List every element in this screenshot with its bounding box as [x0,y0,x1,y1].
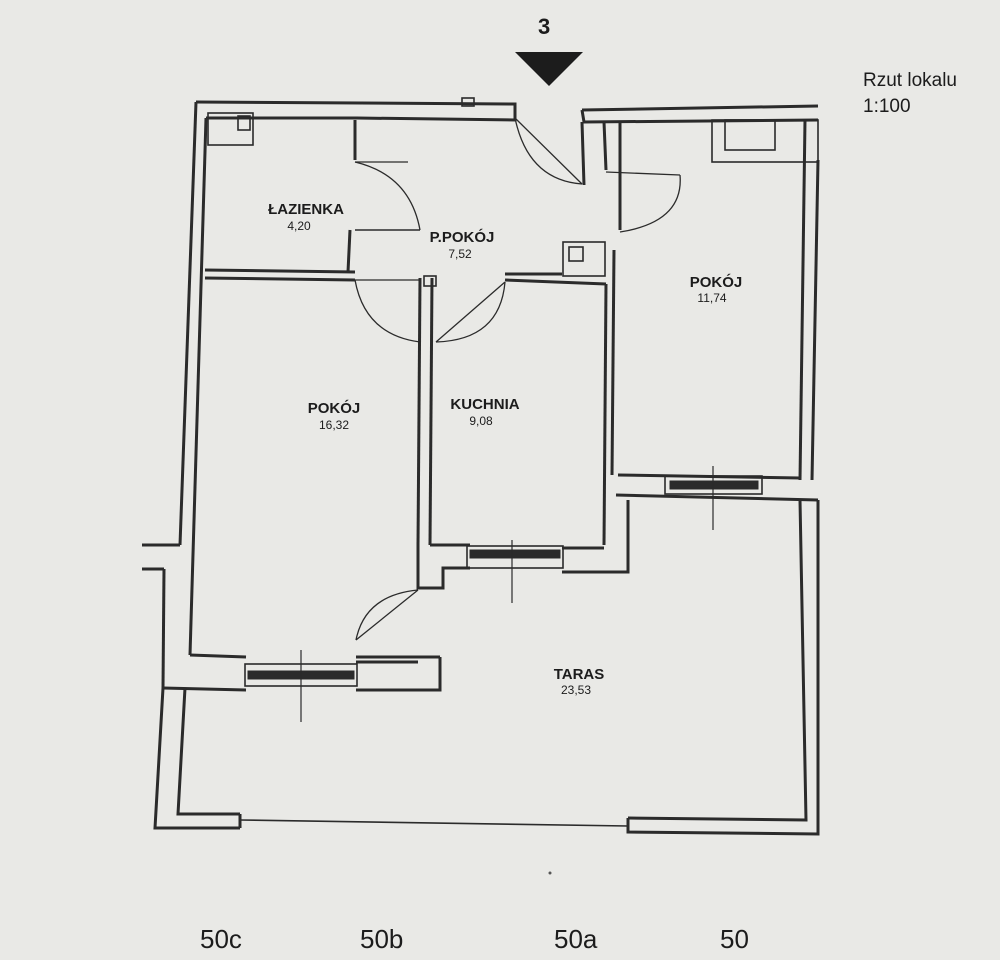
scale-title: Rzut lokalu [863,70,957,91]
speck [548,871,552,875]
room-right-area: 11,74 [697,291,726,305]
axis-label-50b: 50b [360,924,404,954]
room-left-name: POKÓJ [308,399,361,417]
windows [244,466,763,722]
room-bathroom-area: 4,20 [287,219,311,233]
room-left-area: 16,32 [319,418,349,432]
room-hall-area: 7,52 [448,247,472,261]
room-hall-name: P.POKÓJ [430,228,495,246]
room-terrace-name: TARAS [554,666,605,683]
room-right-name: POKÓJ [690,273,743,291]
outer-walls [142,97,820,689]
doors [354,117,681,641]
room-bathroom-name: ŁAZIENKA [268,201,344,218]
terrace-outline [153,499,820,836]
axis-label-50: 50 [720,924,749,954]
axis-label-50a: 50a [554,924,598,954]
room-kitchen-name: KUCHNIA [450,396,519,413]
room-terrace-area: 23,53 [561,683,591,697]
scale-ratio: 1:100 [863,96,911,117]
room-labels: ŁAZIENKA 4,20 P.POKÓJ 7,52 POKÓJ 11,74 P… [268,201,742,697]
entrance-arrow-icon [515,52,583,86]
axis-label-50c: 50c [200,924,242,954]
room-kitchen-area: 9,08 [469,414,493,428]
staircase-number: 3 [538,14,551,39]
